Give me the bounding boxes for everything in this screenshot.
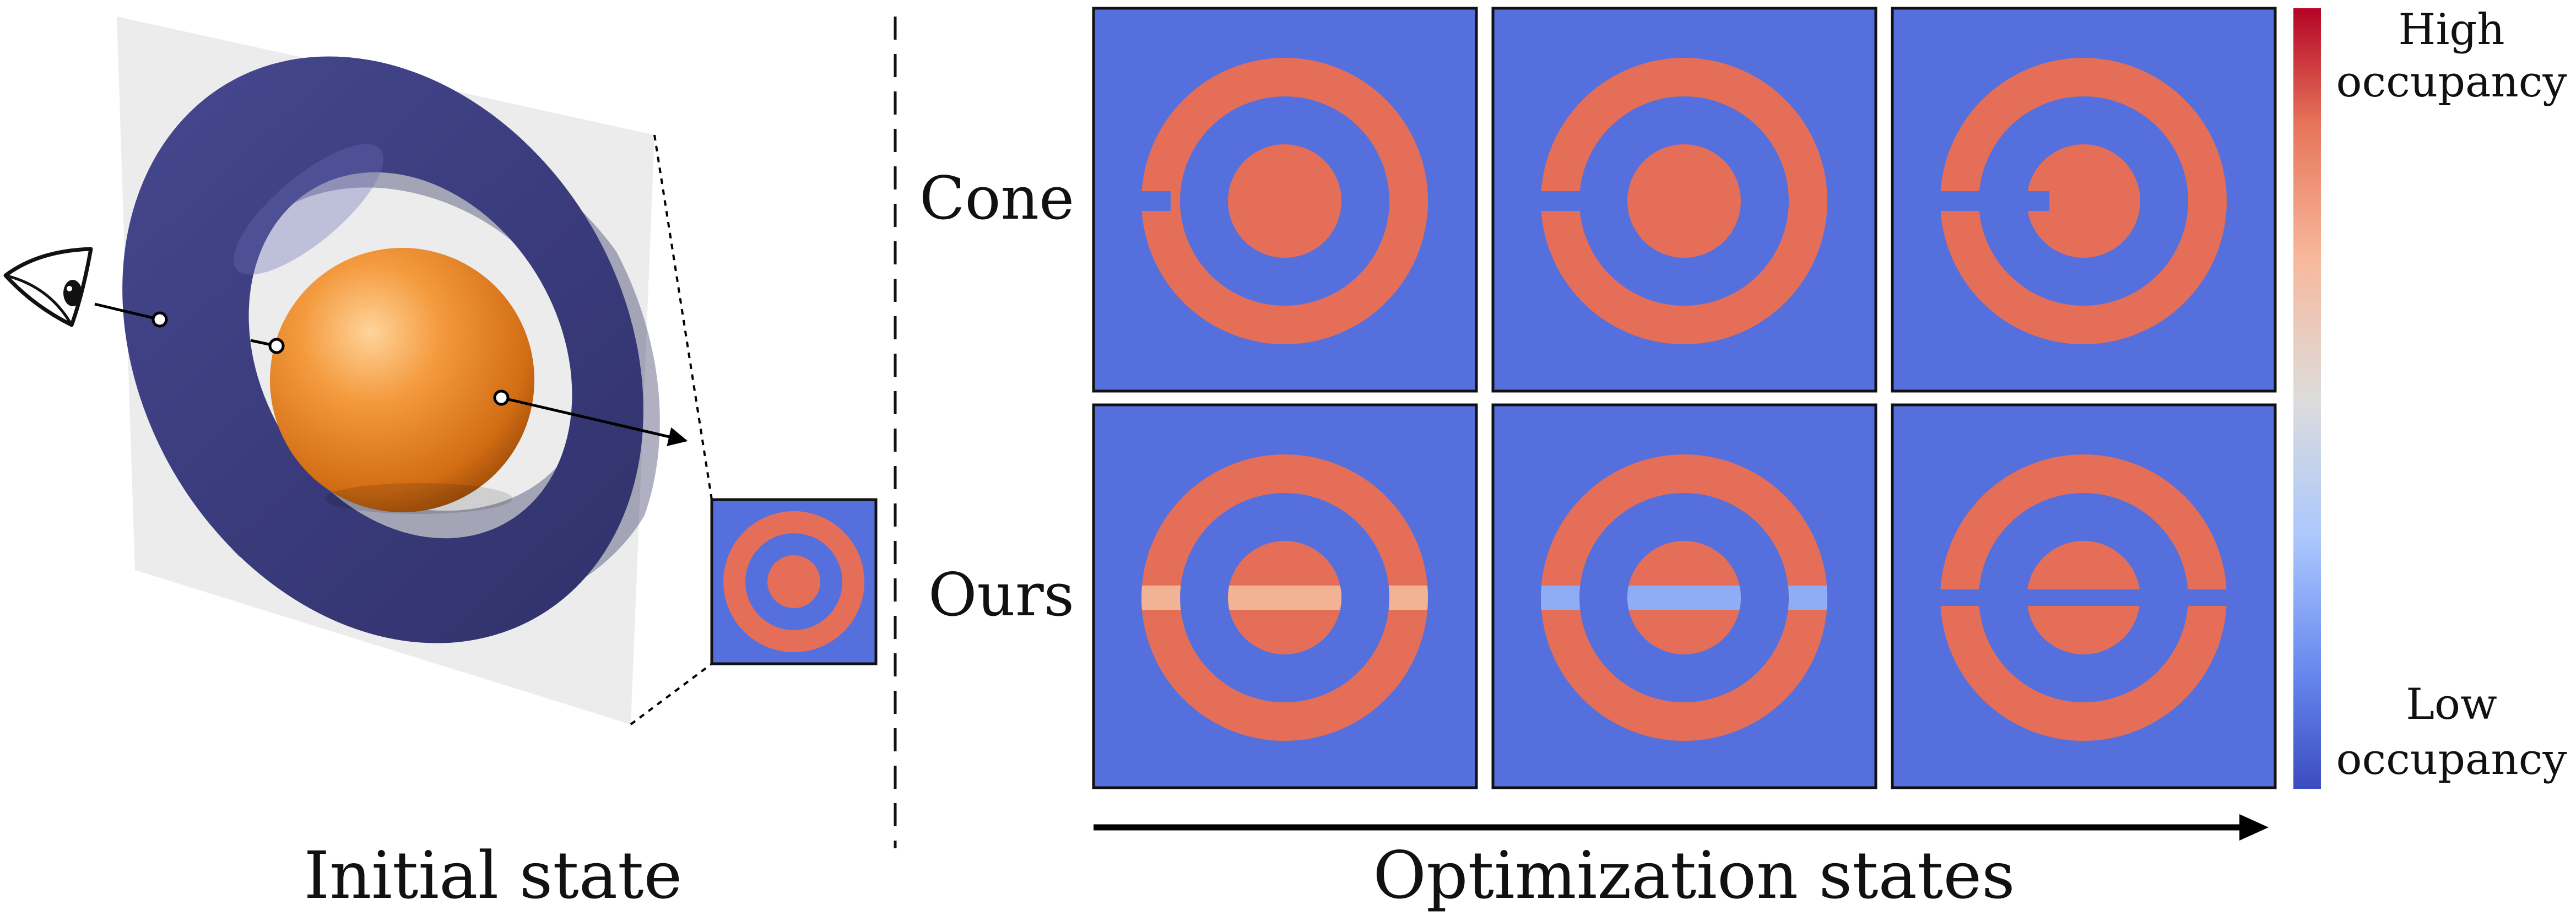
grid-cell-cone-1 bbox=[1092, 7, 1478, 393]
grid-cell-cone-2 bbox=[1491, 7, 1877, 393]
sphere bbox=[270, 248, 534, 512]
eye-icon bbox=[3, 247, 93, 327]
ray-hit-torus-back bbox=[493, 389, 510, 406]
sphere-shadow bbox=[325, 483, 512, 514]
colorbar-low-line2: occupancy bbox=[2336, 735, 2567, 784]
optimization-arrow bbox=[1094, 814, 2269, 841]
ray-hit-torus-front bbox=[151, 311, 168, 328]
optimization-states-label: Optimization states bbox=[1373, 837, 2015, 913]
ray-hit-sphere bbox=[268, 338, 285, 354]
colorbar-low-label: Low occupancy bbox=[2336, 680, 2567, 784]
initial-state-caption: Initial state bbox=[304, 837, 683, 913]
colorbar-high-line2: occupancy bbox=[2336, 57, 2567, 107]
grid-cell-ours-3 bbox=[1891, 403, 2277, 789]
grid-cell-ours-2 bbox=[1491, 403, 1877, 789]
colorbar-high-label: High occupancy bbox=[2336, 5, 2567, 107]
row-label-cone: Cone bbox=[919, 164, 1074, 233]
colorbar bbox=[2293, 8, 2321, 789]
occupancy-grid bbox=[1092, 7, 2277, 789]
grid-cell-ours-1 bbox=[1092, 403, 1478, 789]
view-ray-1 bbox=[94, 302, 160, 321]
colorbar-low-line1: Low bbox=[2406, 680, 2497, 729]
grid-cell-cone-3 bbox=[1891, 7, 2277, 393]
view-ray-3 bbox=[501, 396, 688, 446]
initial-occupancy-thumbnail bbox=[710, 498, 878, 665]
scene-3d bbox=[0, 0, 878, 725]
row-label-ours: Ours bbox=[928, 561, 1074, 630]
colorbar-high-line1: High bbox=[2398, 5, 2504, 55]
row-labels: Cone Ours bbox=[919, 164, 1074, 630]
torus-highlight bbox=[234, 144, 383, 275]
